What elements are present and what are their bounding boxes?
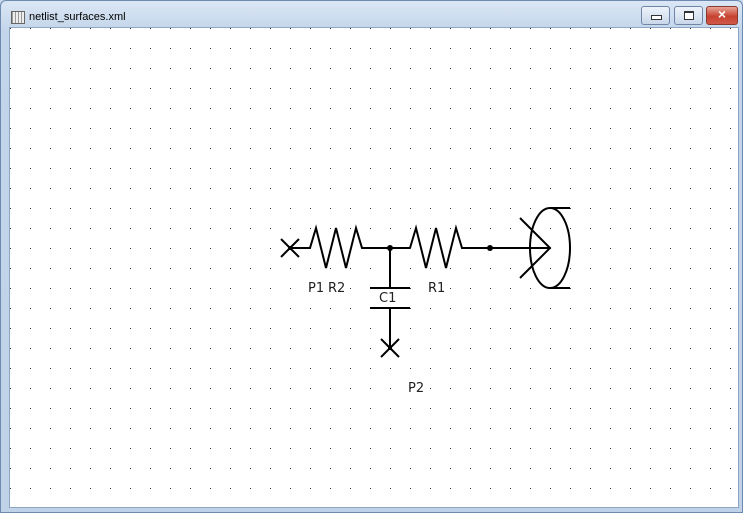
port-dot	[388, 346, 392, 350]
schematic-canvas[interactable]: P1 R2 C1 R1 P2	[9, 27, 739, 508]
label-c1: C1	[379, 291, 396, 306]
maximize-icon	[684, 11, 694, 20]
resistor-r1[interactable]	[409, 224, 550, 269]
maximize-button[interactable]	[674, 6, 703, 25]
close-button[interactable]: ×	[706, 6, 738, 25]
junction-dot	[487, 245, 493, 251]
label-r1: R1	[428, 281, 445, 296]
grid-dots	[10, 28, 738, 507]
title-bar[interactable]: netlist_surfaces.xml ×	[1, 1, 742, 27]
junction-dot	[387, 245, 393, 251]
port-dot	[288, 246, 292, 250]
label-p1: P1	[308, 281, 324, 296]
transistor-symbol[interactable]	[519, 207, 571, 289]
window-title: netlist_surfaces.xml	[29, 11, 126, 23]
resistor-r2[interactable]	[290, 224, 410, 269]
close-icon: ×	[717, 6, 727, 22]
label-r2: R2	[328, 281, 345, 296]
label-p2: P2	[408, 381, 424, 396]
minimize-button[interactable]	[641, 6, 670, 25]
minimize-icon	[651, 15, 662, 20]
schematic-svg: P1 R2 C1 R1 P2	[10, 28, 738, 507]
grid-file-icon	[11, 11, 25, 24]
